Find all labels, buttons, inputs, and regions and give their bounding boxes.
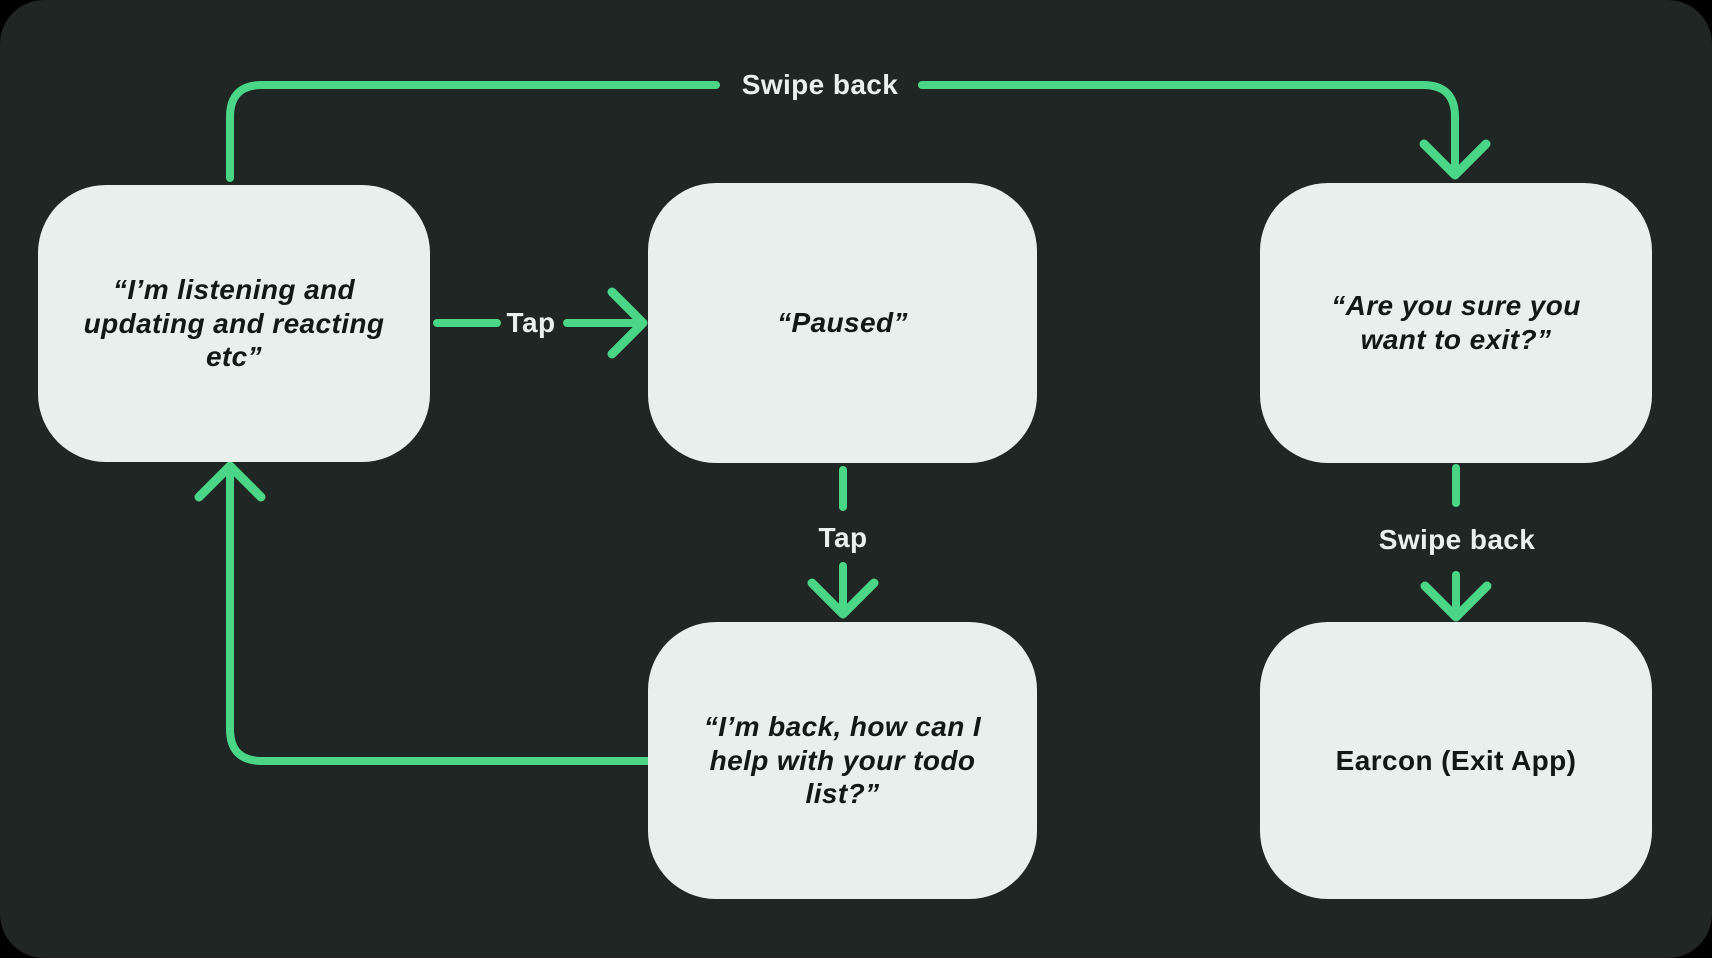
node-back: “I’m back, how can I help with your todo… — [648, 622, 1037, 899]
edge-swipe-back-top-line-left — [226, 81, 720, 182]
edge-label-swipe-back-top: Swipe back — [741, 69, 899, 100]
edge-label-swipe-back-vertical: Swipe back — [1378, 524, 1536, 555]
arrow-head-down-icon — [1420, 581, 1492, 622]
node-listening-text: “I’m listening and updating and reacting… — [83, 274, 385, 373]
node-confirm-exit-text: “Are you sure you want to exit?” — [1331, 290, 1581, 355]
edge-label-tap-horizontal: Tap — [506, 307, 556, 338]
edge-label-tap-vertical: Tap — [818, 522, 868, 553]
arrow-head-down-icon — [807, 578, 879, 619]
edge-return-loop-line — [226, 469, 652, 765]
node-confirm-exit: “Are you sure you want to exit?” — [1260, 183, 1652, 463]
node-earcon-exit-app-text: Earcon (Exit App) — [1335, 744, 1577, 776]
arrow-head-up-icon — [194, 461, 266, 502]
node-paused: “Paused” — [648, 183, 1037, 463]
node-back-text: “I’m back, how can I help with your todo… — [703, 711, 982, 810]
node-listening: “I’m listening and updating and reacting… — [38, 185, 430, 462]
arrow-head-down-icon — [1419, 139, 1491, 180]
node-paused-text: “Paused” — [777, 307, 908, 339]
edge-swipe-back-top-line-right — [918, 81, 1459, 174]
node-earcon-exit-app: Earcon (Exit App) — [1260, 622, 1652, 899]
arrow-head-right-icon — [607, 287, 648, 359]
